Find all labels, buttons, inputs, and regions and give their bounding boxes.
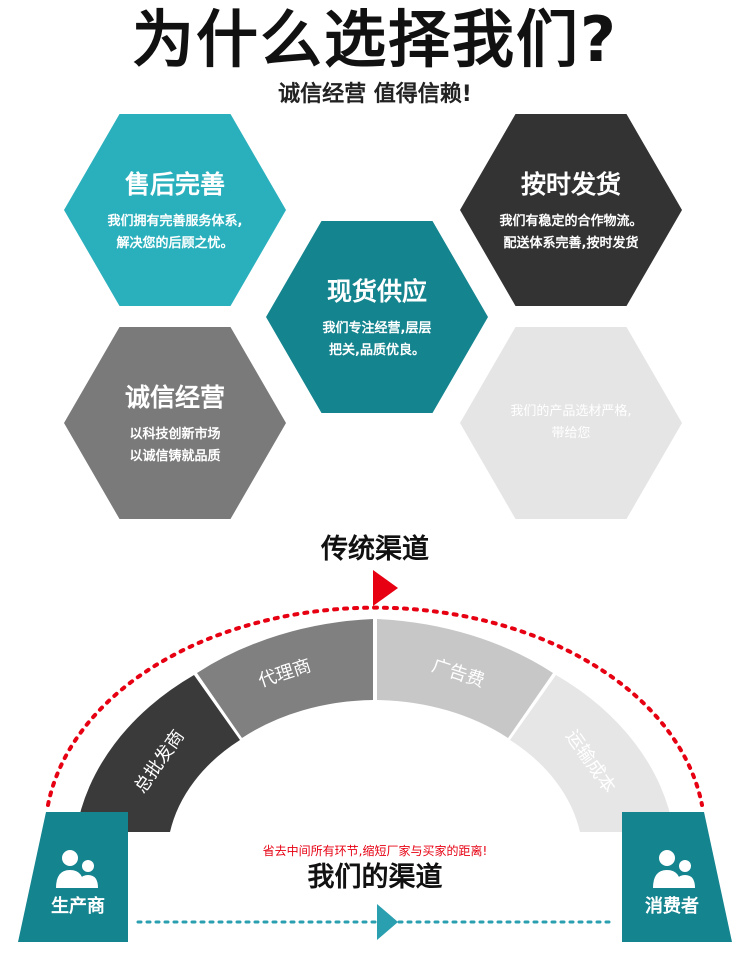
hexagon-text-line: 我们的产品选材严格,: [510, 404, 632, 419]
hexagon-text-line: 以诚信铸就品质: [129, 449, 221, 464]
segment-wholesaler: [76, 675, 240, 832]
traditional-channel-title: 传统渠道: [321, 534, 429, 565]
hexagon-in-stock: 现货供应 我们专注经营,层层 把关,品质优良。: [266, 221, 488, 413]
hexagon-title: 诚信经营: [124, 383, 225, 412]
traditional-arrow-icon: [373, 570, 398, 606]
consumer-people-icon: [653, 850, 695, 888]
hexagon-after-sales: 售后完善 我们拥有完善服务体系, 解决您的后顾之忧。: [64, 114, 286, 306]
hexagon-title: 按时发货: [520, 170, 621, 199]
hexagon-materials: 我们的产品选材严格, 带给您: [460, 327, 682, 519]
consumer-label: 消费者: [645, 896, 699, 917]
hexagon-text-line: 我们有稳定的合作物流。: [499, 214, 643, 229]
segment-advertising: [377, 619, 553, 738]
hexagon-text-line: 以科技创新市场: [129, 427, 221, 442]
hexagon-text-line: 把关,品质优良。: [329, 343, 425, 358]
our-channel-title: 我们的渠道: [307, 862, 443, 893]
our-channel-arrow-icon: [377, 904, 398, 940]
hexagon-text-line: 我们拥有完善服务体系,: [107, 214, 243, 229]
page-subtitle: 诚信经营 值得信赖!: [278, 82, 472, 107]
hexagon-text-line: 配送体系完善,按时发货: [503, 236, 639, 251]
traditional-channel-arc: [46, 605, 704, 807]
hexagon-on-time-delivery: 按时发货 我们有稳定的合作物流。 配送体系完善,按时发货: [460, 114, 682, 306]
hexagon-title: 现货供应: [326, 277, 427, 306]
hexagon-text-line: 解决您的后顾之忧。: [116, 236, 234, 251]
hexagon-text-line: 我们专注经营,层层: [322, 321, 432, 336]
hexagon-text-line: 带给您: [551, 426, 591, 441]
hexagon-title: 售后完善: [124, 170, 225, 199]
producer-people-icon: [56, 850, 98, 888]
segment-agent: [197, 619, 373, 738]
page-title: 为什么选择我们?: [132, 3, 618, 76]
hexagon-integrity: 诚信经营 以科技创新市场 以诚信铸就品质: [64, 327, 286, 519]
channel-note: 省去中间所有环节,缩短厂家与买家的距离!: [262, 844, 488, 858]
producer-label: 生产商: [51, 896, 105, 917]
segment-transport: [510, 675, 674, 832]
